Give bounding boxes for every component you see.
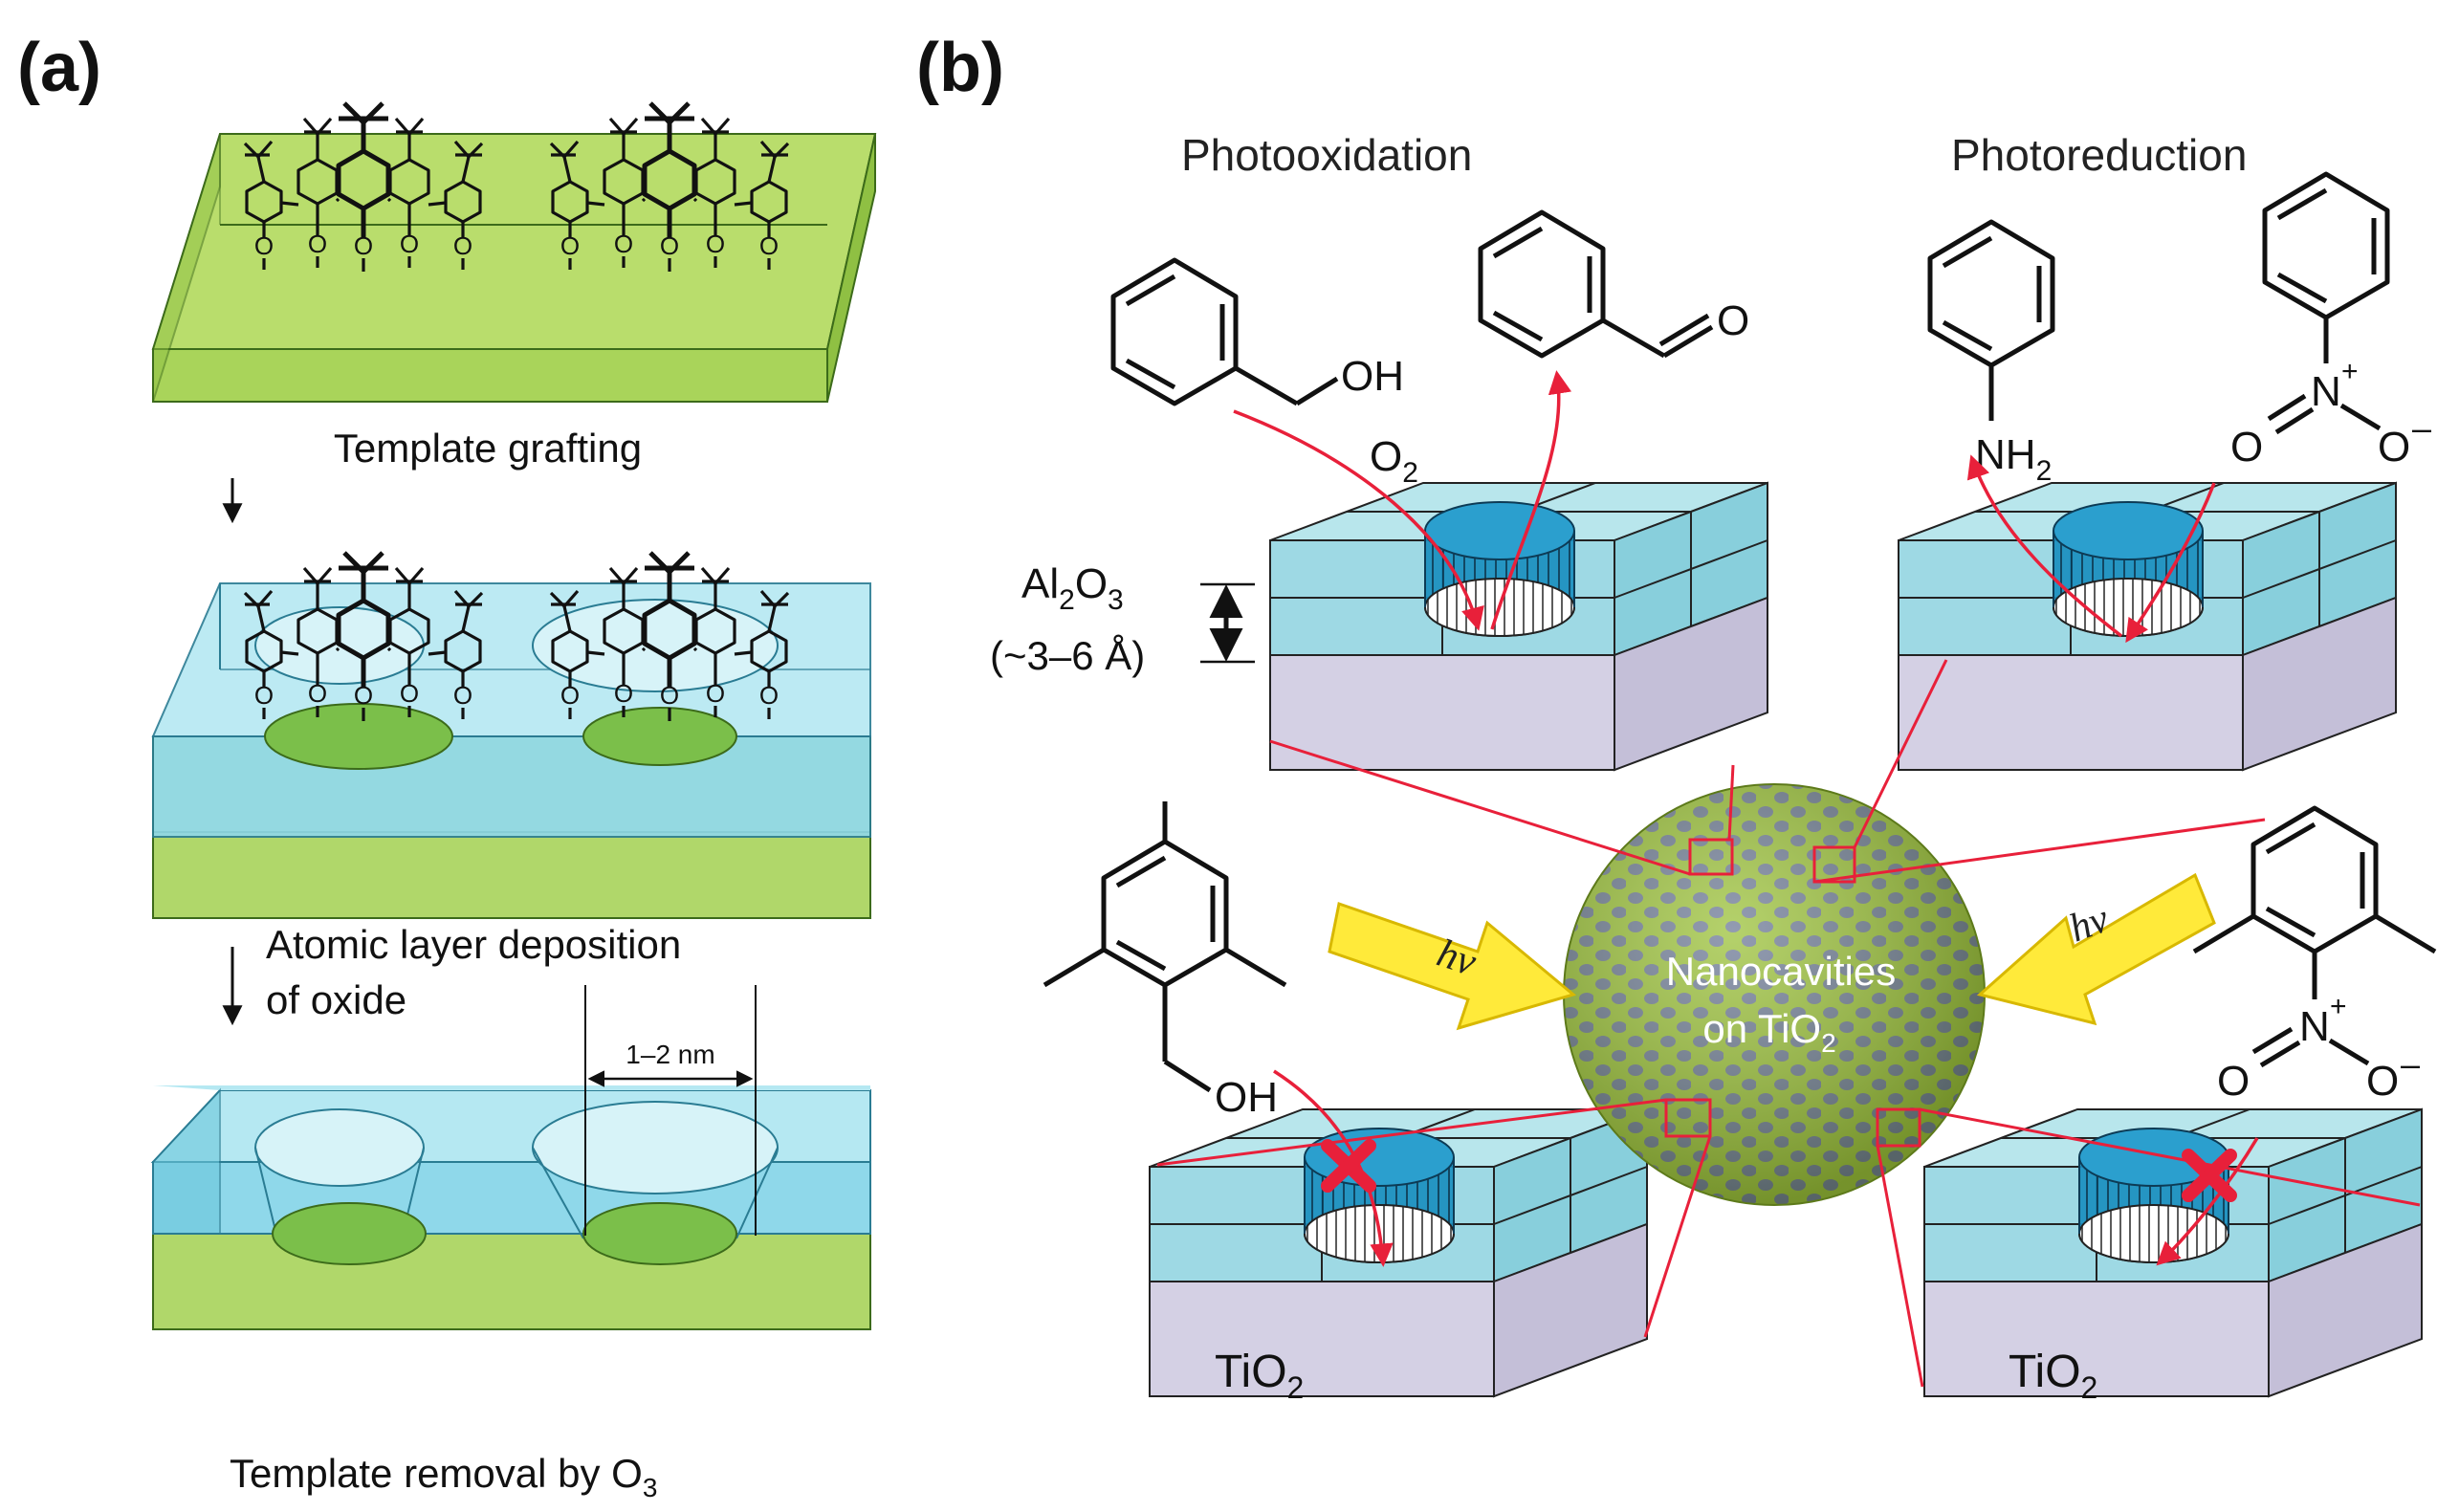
panel-a-label: (a) <box>17 30 101 106</box>
al2o3-thickness-marker <box>1200 582 1255 664</box>
dmnb-n: N <box>2299 1003 2330 1050</box>
zoom-connectors <box>1156 659 2421 1388</box>
sphere-label-line2: on TiO2 <box>1702 1006 1835 1058</box>
dmnb-plus: + <box>2330 991 2347 1022</box>
panel-b-label: (b) <box>916 30 1004 106</box>
dmnb-o-left: O <box>2217 1058 2250 1105</box>
benzyl-oh: OH <box>1341 353 1404 400</box>
cavity-block-bottom-right <box>1923 1108 2423 1397</box>
nitro-plus: + <box>2341 356 2359 387</box>
light-arrow-left <box>1328 902 1577 1031</box>
mesityl-oh: OH <box>1215 1074 1278 1121</box>
tio2-label-right: TiO2 <box>2009 1347 2097 1405</box>
o2-label: O2 <box>1370 433 1418 489</box>
molecule-nitrobenzene <box>2262 171 2390 435</box>
molecule-aniline <box>1927 219 2055 421</box>
step-ald-line2: of oxide <box>266 977 406 1022</box>
al2o3-label: Al2O3 <box>1021 560 1124 616</box>
molecule-mesitylmethanol <box>1043 801 1287 1093</box>
slab-template-removal <box>150 1085 871 1330</box>
al2o3-thickness: (~3–6 Å) <box>990 633 1145 678</box>
heading-photooxidation: Photooxidation <box>1181 130 1472 180</box>
molecule-benzaldehyde <box>1478 209 1714 359</box>
dmnb-o-right: O <box>2366 1058 2399 1105</box>
dmnb-minus: – <box>2401 1044 2420 1084</box>
reaction-arrows <box>1233 370 2259 1267</box>
molecule-benzyl-alcohol <box>1110 257 1339 406</box>
pore-dimension: 1–2 nm <box>584 985 757 1236</box>
light-arrow-right <box>1976 872 2216 1026</box>
molecule-dimethylnitrobenzene <box>2192 805 2437 1068</box>
pore-size-label: 1–2 nm <box>626 1040 714 1069</box>
sphere-label-line1: Nanocavities <box>1666 949 1896 994</box>
nitro-minus: – <box>2412 408 2431 448</box>
step-template-grafting: Template grafting <box>334 426 642 471</box>
aniline-nh2: NH2 <box>1975 431 2052 487</box>
tio2-nanosphere <box>1563 783 1986 1206</box>
blocked-x-left <box>1321 1139 1376 1193</box>
tio2-label-left: TiO2 <box>1215 1347 1304 1405</box>
heading-photoreduction: Photoreduction <box>1951 130 2247 180</box>
step-template-removal: Template removal by O3 <box>230 1451 657 1502</box>
blocked-x-right <box>2182 1149 2237 1202</box>
cavity-block-top-right <box>1898 482 2397 771</box>
step-ald-line1: Atomic layer deposition <box>266 922 681 967</box>
nitro-n: N <box>2311 368 2341 415</box>
nitro-o-left: O <box>2230 424 2263 471</box>
slab-ald <box>151 582 871 919</box>
nitro-o-right: O <box>2378 424 2410 471</box>
aldehyde-o: O <box>1717 297 1749 344</box>
cavity-block-top-left <box>1269 482 1768 771</box>
